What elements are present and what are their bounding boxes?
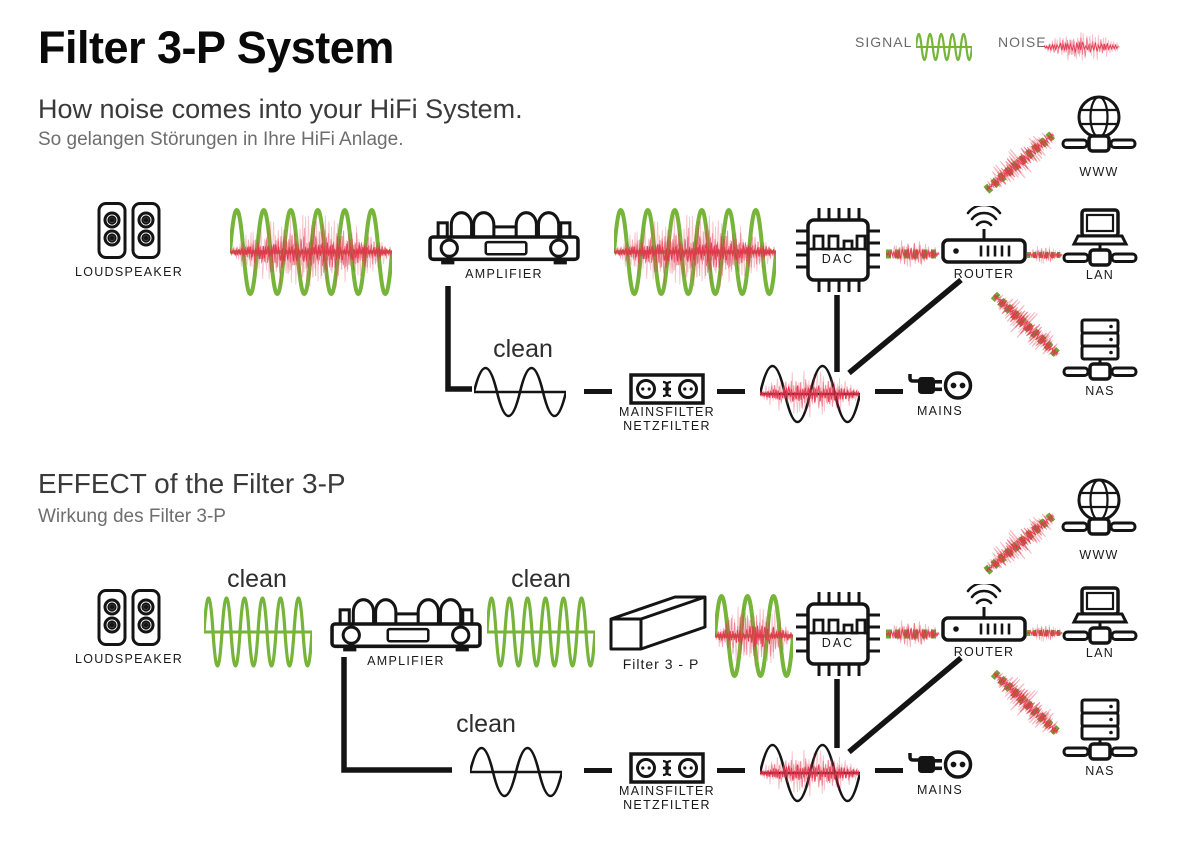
- legend-signal-label: SIGNAL: [855, 34, 912, 50]
- noisy-link-icon: [886, 612, 940, 656]
- clean-label: clean: [227, 565, 287, 594]
- lan-computer-icon: [1062, 586, 1138, 646]
- amplifier-label: AMPLIFIER: [465, 267, 543, 281]
- mains-plug-icon: [905, 749, 973, 780]
- dac-chip-icon: [795, 589, 881, 679]
- noisy-link-www-icon: [972, 498, 1068, 588]
- mains-label: MAINS: [917, 783, 963, 797]
- clean-green-sine-icon: [487, 592, 595, 672]
- connector-dash: [584, 389, 612, 394]
- filter-3p-label: Filter 3 - P: [623, 656, 700, 672]
- clean-label: clean: [511, 565, 571, 594]
- www-label: WWW: [1079, 165, 1118, 179]
- clean-label: clean: [493, 335, 553, 364]
- clean-label: clean: [456, 710, 516, 739]
- loudspeaker-label: LOUDSPEAKER: [75, 265, 183, 279]
- router-icon: [941, 584, 1027, 642]
- connector-dash: [584, 768, 612, 773]
- www-globe-icon: [1060, 476, 1138, 544]
- dac-label: DAC: [822, 252, 854, 266]
- mainsfilter-label: MAINSFILTER: [619, 784, 715, 798]
- connector-dash: [875, 768, 903, 773]
- legend-signal-wave-icon: [916, 28, 972, 66]
- loudspeaker-icon: [97, 589, 161, 647]
- lan-computer-icon: [1062, 208, 1138, 268]
- router-icon: [941, 206, 1027, 264]
- lan-label: LAN: [1086, 646, 1114, 660]
- router-label: ROUTER: [954, 267, 1015, 281]
- amplifier-icon: [428, 204, 580, 266]
- www-globe-icon: [1060, 93, 1138, 161]
- noisy-link-www-icon: [972, 117, 1068, 207]
- subtitle-english: How noise comes into your HiFi System.: [38, 94, 523, 125]
- noisy-signal-wave-icon: [715, 590, 793, 682]
- nas-server-icon: [1062, 318, 1138, 384]
- mains-plug-icon: [905, 370, 973, 401]
- section2-subtitle-german: Wirkung des Filter 3-P: [38, 506, 226, 528]
- connector-dash: [875, 389, 903, 394]
- lan-label: LAN: [1086, 268, 1114, 282]
- wire-amp2-down: [344, 657, 452, 770]
- clean-green-sine-icon: [204, 592, 312, 672]
- noisy-link-lan-icon: [1027, 615, 1063, 651]
- connector-dash: [717, 389, 745, 394]
- connector-dash: [717, 768, 745, 773]
- clean-sine-icon: [470, 744, 562, 800]
- mainsfilter-icon: [629, 373, 705, 405]
- nas-label: NAS: [1085, 764, 1115, 778]
- amplifier-label: AMPLIFIER: [367, 654, 445, 668]
- noisy-signal-wave-icon: [614, 204, 776, 302]
- dac-label: DAC: [822, 636, 854, 650]
- legend-noise-label: NOISE: [998, 34, 1047, 50]
- page-title: Filter 3-P System: [38, 22, 394, 74]
- legend-noise-wave-icon: [1044, 27, 1120, 67]
- noisy-mains-sine-icon: [760, 362, 860, 426]
- noisy-mains-sine-icon: [760, 741, 860, 805]
- filter-3p-box-icon: [607, 592, 711, 652]
- router-label: ROUTER: [954, 645, 1015, 659]
- dac-chip-icon: [795, 205, 881, 295]
- loudspeaker-icon: [97, 202, 161, 260]
- noisy-link-nas-icon: [979, 279, 1073, 371]
- noisy-signal-wave-icon: [230, 204, 392, 302]
- clean-sine-icon: [474, 364, 566, 420]
- netzfilter-label: NETZFILTER: [623, 419, 711, 433]
- section2-title: EFFECT of the Filter 3-P: [38, 468, 346, 500]
- netzfilter-label: NETZFILTER: [623, 798, 711, 812]
- nas-label: NAS: [1085, 384, 1115, 398]
- wire-amp1-down: [448, 286, 472, 389]
- noisy-link-nas-icon: [979, 657, 1073, 749]
- www-label: WWW: [1079, 548, 1118, 562]
- nas-server-icon: [1062, 698, 1138, 764]
- mainsfilter-label: MAINSFILTER: [619, 405, 715, 419]
- loudspeaker-label: LOUDSPEAKER: [75, 652, 183, 666]
- noisy-link-icon: [886, 232, 940, 276]
- amplifier-icon: [330, 591, 482, 653]
- subtitle-german: So gelangen Störungen in Ihre HiFi Anlag…: [38, 129, 403, 151]
- mains-label: MAINS: [917, 404, 963, 418]
- noisy-link-lan-icon: [1027, 237, 1063, 273]
- mainsfilter-icon: [629, 752, 705, 784]
